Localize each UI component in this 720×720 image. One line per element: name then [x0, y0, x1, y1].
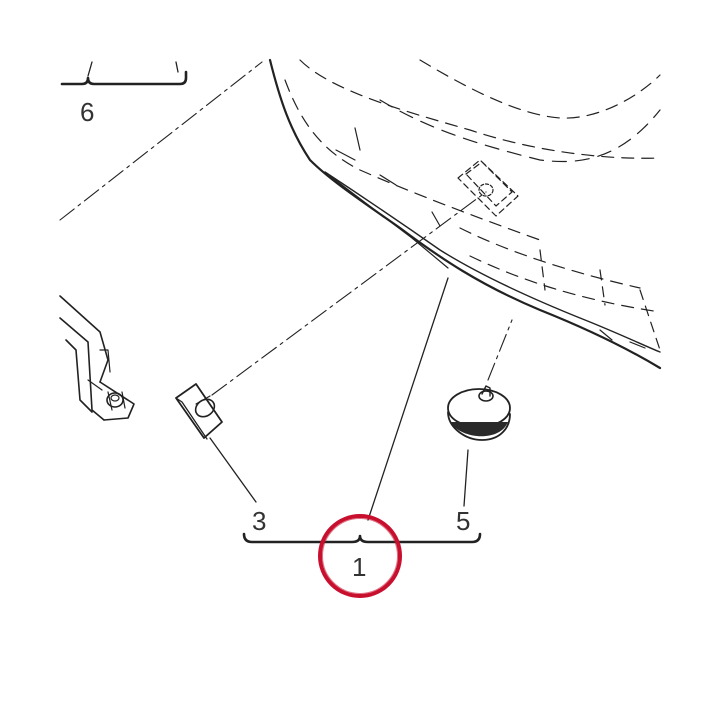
- callout-6: 6: [80, 97, 94, 127]
- group-bracket-1: [242, 532, 482, 544]
- highlight-circle-icon: [318, 514, 402, 598]
- housing-body: [268, 58, 662, 370]
- clip-plate: [175, 383, 223, 440]
- assembly-lines: [59, 61, 513, 396]
- group-bracket-6: [60, 70, 188, 86]
- side-bracket: [59, 295, 135, 421]
- callout-5: 5: [456, 506, 470, 536]
- rubber-bumper: [447, 385, 511, 441]
- mount-clip-hidden: [457, 159, 519, 217]
- callout-1: 1: [352, 552, 366, 582]
- housing-outer-edge: [268, 58, 662, 370]
- leader-lines: [87, 61, 469, 521]
- housing-inner-edge: [324, 171, 661, 353]
- callout-3: 3: [252, 506, 266, 536]
